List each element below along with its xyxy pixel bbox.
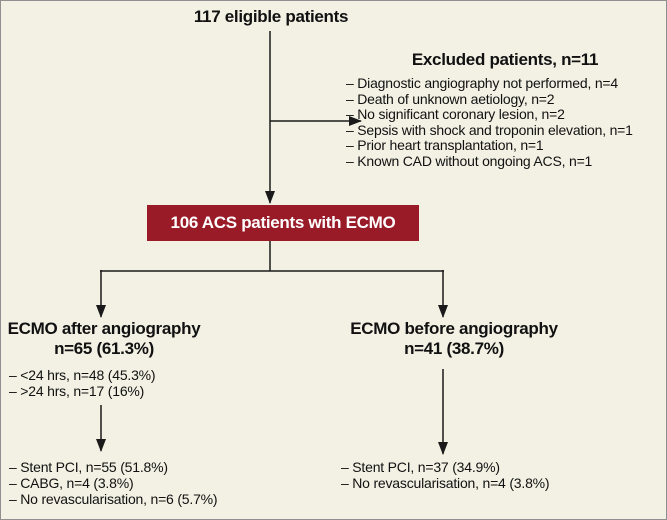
right-branch: ECMO before angiography n=41 (38.7%) xyxy=(341,319,567,359)
eligible-patients-label: 117 eligible patients xyxy=(193,7,349,26)
outcome-item: – Stent PCI, n=55 (51.8%) xyxy=(9,459,168,475)
excluded-item: – Prior heart transplantation, n=1 xyxy=(346,137,544,153)
outcome-item: – CABG, n=4 (3.8%) xyxy=(9,475,134,491)
outcome-item: – No revascularisation, n=6 (5.7%) xyxy=(9,491,218,507)
ecmo-before-title: ECMO before angiography xyxy=(350,319,558,338)
outcome-item: – Stent PCI, n=37 (34.9%) xyxy=(341,459,500,475)
timing-item: – <24 hrs, n=48 (45.3%) xyxy=(9,367,156,383)
right-outcomes-list: – Stent PCI, n=37 (34.9%) – No revascula… xyxy=(341,459,661,491)
excluded-item: – No significant coronary lesion, n=2 xyxy=(346,106,565,122)
left-outcomes-list: – Stent PCI, n=55 (51.8%) – CABG, n=4 (3… xyxy=(9,459,329,507)
excluded-item: – Death of unknown aetiology, n=2 xyxy=(346,90,555,107)
excluded-item: – Sepsis with shock and troponin elevati… xyxy=(346,121,633,138)
excluded-item: – Known CAD without ongoing ACS, n=1 xyxy=(346,152,593,169)
timing-item: – >24 hrs, n=17 (16%) xyxy=(9,382,145,399)
excluded-item: – Diagnostic angiography not performed, … xyxy=(346,75,618,91)
ecmo-after-title: ECMO after angiography xyxy=(7,319,201,338)
excluded-panel: Excluded patients, n=11 – Diagnostic ang… xyxy=(346,50,664,169)
ecmo-patients-box: 106 ACS patients with ECMO xyxy=(147,205,419,241)
excluded-list: – Diagnostic angiography not performed, … xyxy=(346,75,664,169)
excluded-title: Excluded patients, n=11 xyxy=(411,50,599,69)
ecmo-after-count: n=65 (61.3%) xyxy=(54,339,154,358)
outcome-item: – No revascularisation, n=4 (3.8%) xyxy=(341,475,550,491)
left-branch: ECMO after angiography n=65 (61.3%) – <2… xyxy=(1,319,207,399)
timing-list: – <24 hrs, n=48 (45.3%) – >24 hrs, n=17 … xyxy=(1,367,207,399)
ecmo-before-count: n=41 (38.7%) xyxy=(404,339,504,358)
